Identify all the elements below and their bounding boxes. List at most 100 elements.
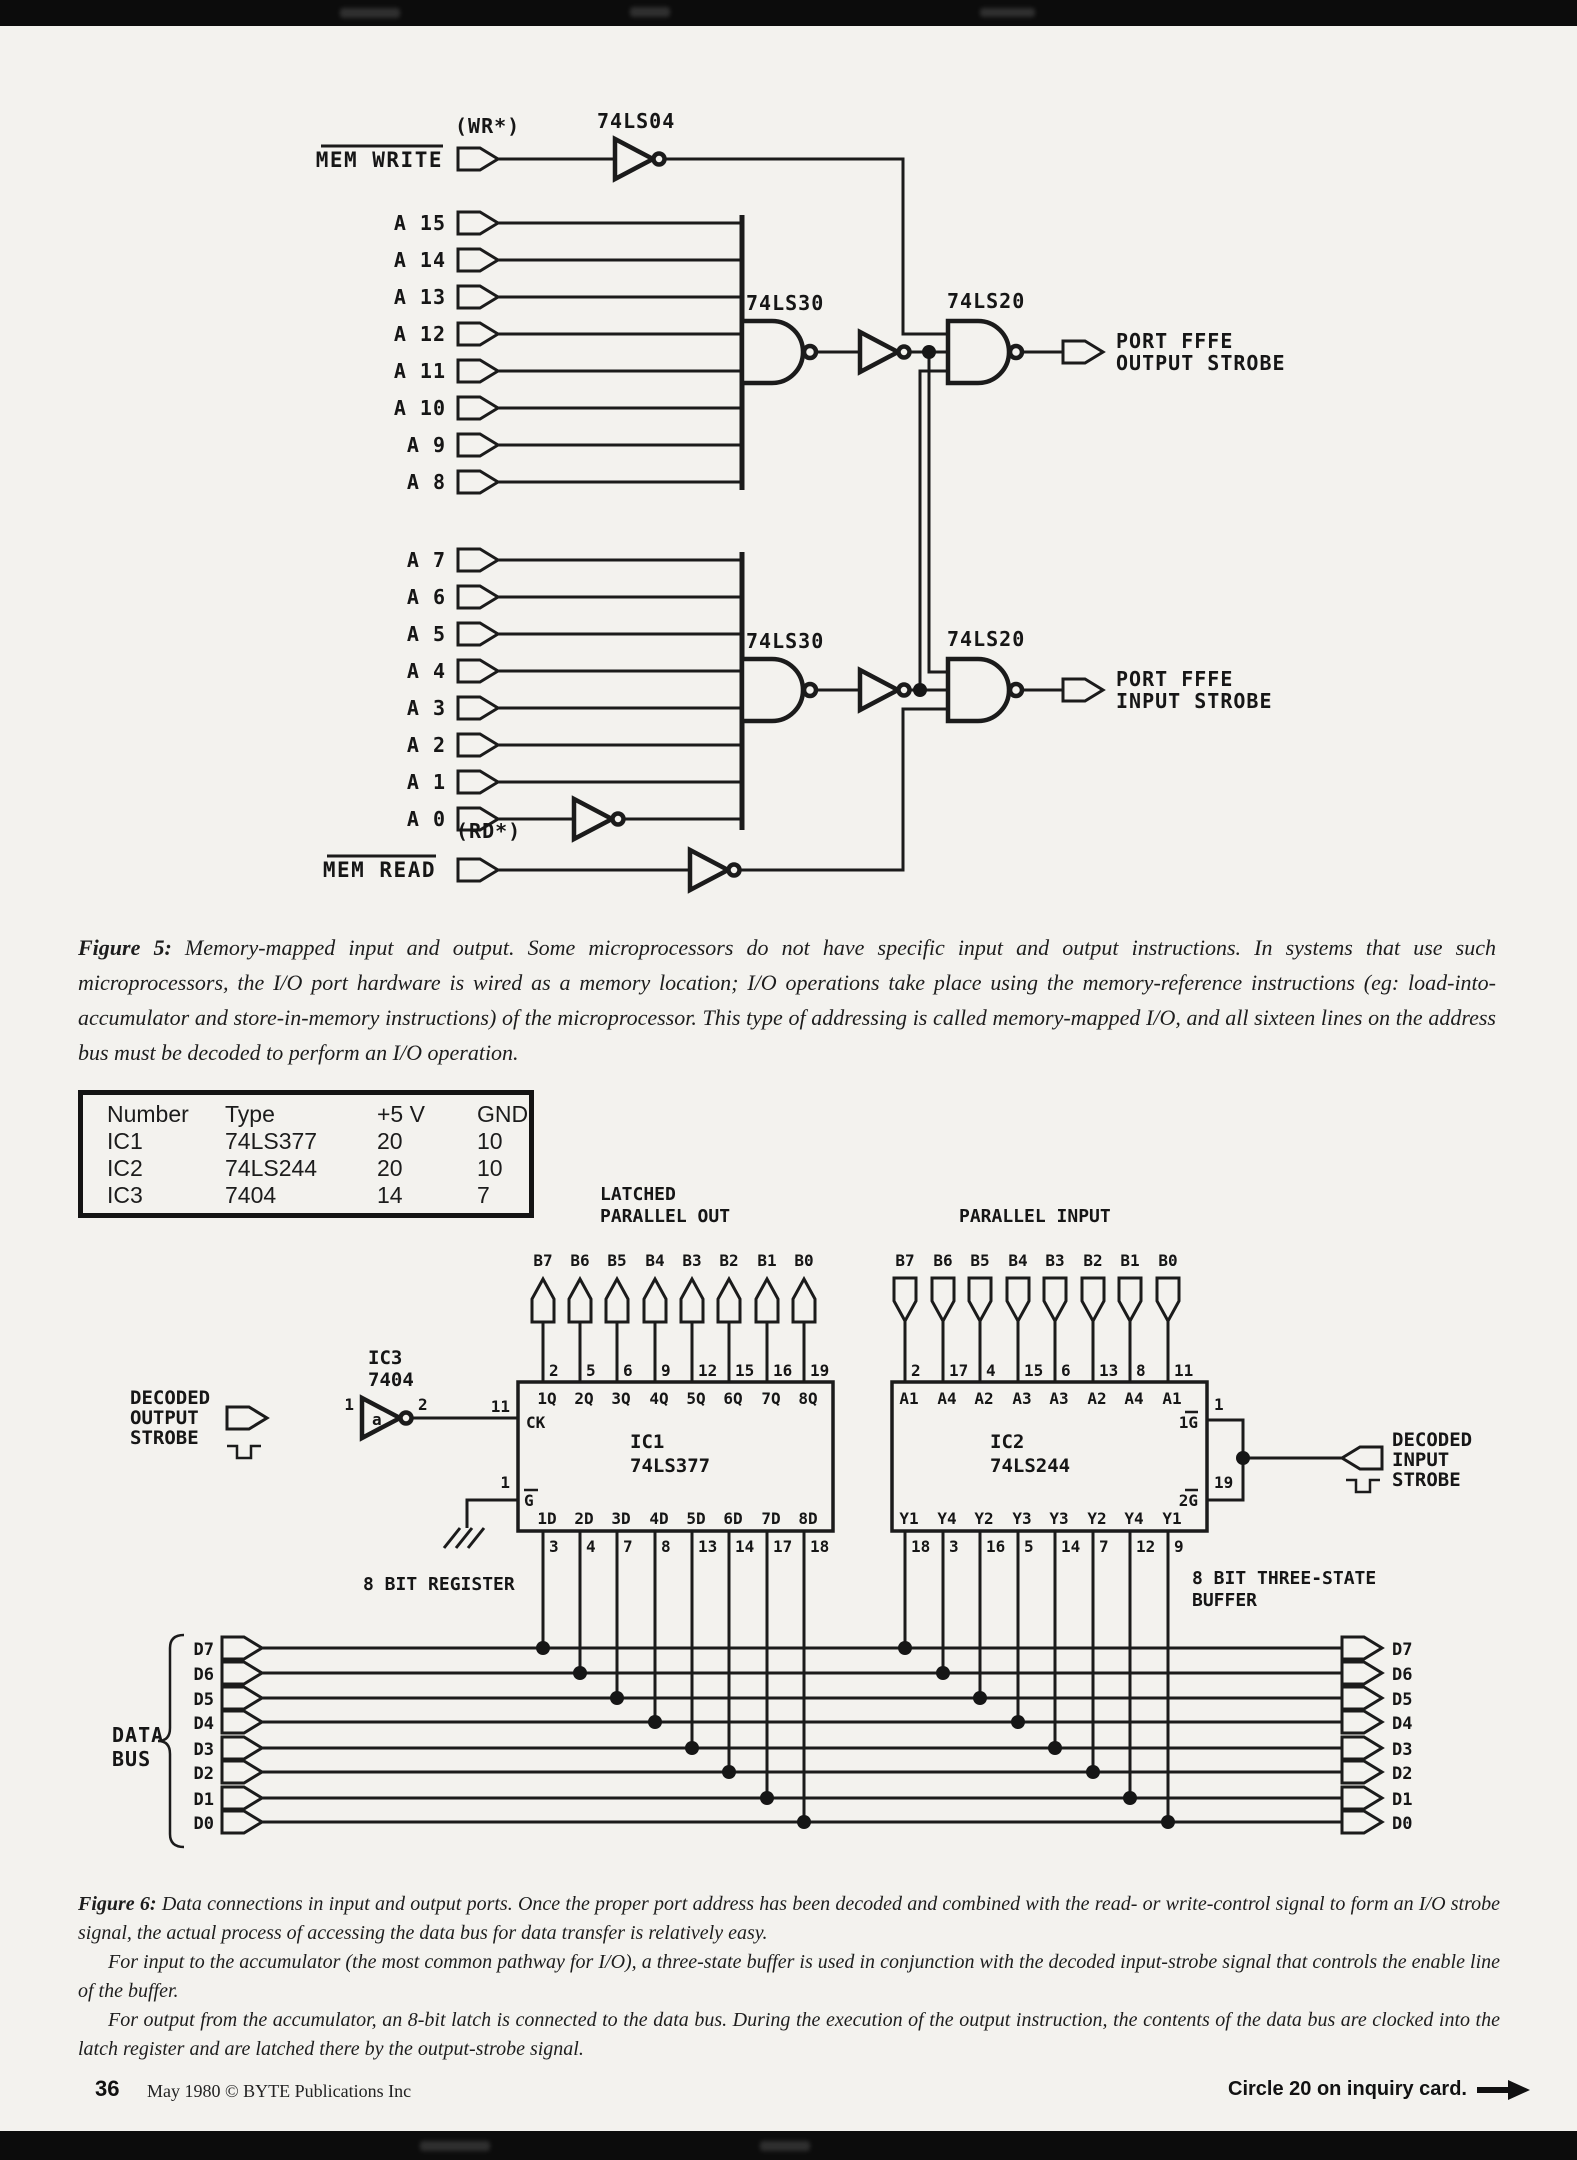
mem-read-label: MEM READ xyxy=(323,858,436,882)
ic1-port-label: 1Q xyxy=(537,1389,556,1408)
signal-connector-a2 xyxy=(456,732,500,758)
ic2-port-label: A3 xyxy=(1049,1389,1068,1408)
data-bus-connector-left xyxy=(220,1785,264,1811)
ic1-port-label: 5Q xyxy=(686,1389,705,1408)
address-input-label: A 4 xyxy=(407,659,446,683)
pin-number: 7 xyxy=(1099,1537,1109,1556)
parallel-input-label: PARALLEL INPUT xyxy=(959,1206,1111,1227)
data-bus-connector-left xyxy=(220,1635,264,1661)
ic1-port-label: 4Q xyxy=(649,1389,668,1408)
signal-connector-a6 xyxy=(456,584,500,610)
nand8-gate-upper xyxy=(742,321,816,383)
ic1-port-label: 6Q xyxy=(723,1389,742,1408)
address-input-label: A 6 xyxy=(407,585,446,609)
address-input-label: A 14 xyxy=(394,248,446,272)
signal-connector-a12 xyxy=(456,321,500,347)
bit-label: B5 xyxy=(970,1251,989,1270)
address-input-label: A 7 xyxy=(407,548,446,572)
data-bus-connector-left xyxy=(220,1660,264,1686)
port-input-strobe-label: PORT FFFE xyxy=(1116,667,1233,691)
ic2-port-label: A4 xyxy=(1124,1389,1143,1408)
bus-line-label: D3 xyxy=(1392,1740,1412,1760)
pin-number: 16 xyxy=(986,1537,1005,1556)
bus-line-label: D5 xyxy=(194,1690,214,1710)
figure5-caption: Figure 5: Memory-mapped input and output… xyxy=(78,930,1496,1070)
output-strobe-connector xyxy=(1061,339,1105,365)
table-header: +5 V xyxy=(377,1101,425,1127)
address-input-label: A 8 xyxy=(407,470,446,494)
data-bus-connector-right xyxy=(1340,1709,1384,1735)
table-cell: 74LS377 xyxy=(225,1128,318,1154)
bit-label: B3 xyxy=(682,1251,701,1270)
pin-number: 18 xyxy=(911,1537,930,1556)
pin-number: 9 xyxy=(1174,1537,1184,1556)
signal-connector-a7 xyxy=(456,547,500,573)
pin-number: 11 xyxy=(491,1397,510,1416)
port-output-strobe-label: PORT FFFE xyxy=(1116,329,1233,353)
signal-connector-a5 xyxy=(456,621,500,647)
signal-connector-a10 xyxy=(456,395,500,421)
signal-connector-a11 xyxy=(456,358,500,384)
scan-artifact xyxy=(340,8,400,18)
table-cell: IC3 xyxy=(107,1182,143,1208)
ic2-port-label: Y2 xyxy=(1087,1509,1106,1528)
parallel-in-connector xyxy=(1155,1276,1181,1323)
ic2-part: 74LS244 xyxy=(990,1455,1070,1477)
latched-out-connector xyxy=(679,1277,705,1324)
decoded-input-strobe-label: INPUT xyxy=(1392,1449,1449,1471)
bit-label: B7 xyxy=(895,1251,914,1270)
data-bus-connector-right xyxy=(1340,1660,1384,1686)
scan-artifact xyxy=(980,8,1035,17)
bit-label: B4 xyxy=(1008,1251,1027,1270)
table-cell: 20 xyxy=(377,1128,403,1154)
ic1-port-label: 5D xyxy=(686,1509,705,1528)
bit-label: B1 xyxy=(1120,1251,1139,1270)
junction-dot xyxy=(913,683,927,697)
ic2-port-label: Y3 xyxy=(1012,1509,1031,1528)
table-cell: 7 xyxy=(477,1182,490,1208)
inverter-upper xyxy=(860,332,910,372)
nand4-part-label: 74LS20 xyxy=(947,627,1025,651)
signal-connector-a4 xyxy=(456,658,500,684)
parallel-in-connector xyxy=(1080,1276,1106,1323)
pin-number: 5 xyxy=(586,1361,596,1380)
data-bus-connector-left xyxy=(220,1685,264,1711)
nand4-gate-upper xyxy=(948,321,1022,383)
data-bus-connector-right xyxy=(1340,1685,1384,1711)
ic1-enable-label: G xyxy=(524,1491,534,1510)
ic2-port-label: Y1 xyxy=(1162,1509,1181,1528)
bit-label: B0 xyxy=(1158,1251,1177,1270)
ic2-port-label: A2 xyxy=(1087,1389,1106,1408)
parallel-in-connector xyxy=(967,1276,993,1323)
pin-number: 7 xyxy=(623,1537,633,1556)
bus-line-label: D3 xyxy=(194,1740,214,1760)
bus-line-label: D2 xyxy=(1392,1764,1412,1784)
decoded-output-strobe-label: STROBE xyxy=(130,1427,199,1449)
signal-connector-a13 xyxy=(456,284,500,310)
signal-connector-a8 xyxy=(456,469,500,495)
pin-number: 17 xyxy=(949,1361,968,1380)
scan-edge-bottom xyxy=(0,2131,1577,2160)
latched-out-connector xyxy=(791,1277,817,1324)
decoded-output-strobe-connector xyxy=(225,1405,269,1431)
pin-number: 14 xyxy=(735,1537,754,1556)
buffer-label: BUFFER xyxy=(1192,1590,1257,1611)
latched-out-connector xyxy=(530,1277,556,1324)
address-input-label: A 2 xyxy=(407,733,446,757)
ic1-port-label: 2Q xyxy=(574,1389,593,1408)
ic2-port-label: A2 xyxy=(974,1389,993,1408)
decoded-input-strobe-label: STROBE xyxy=(1392,1469,1461,1491)
inverter-mem-read xyxy=(690,850,740,890)
latched-parallel-out-label: PARALLEL OUT xyxy=(600,1206,730,1227)
scan-artifact xyxy=(630,7,670,17)
data-bus-connector-right xyxy=(1340,1759,1384,1785)
ic1-port-label: 7D xyxy=(761,1509,780,1528)
table-cell: 20 xyxy=(377,1155,403,1181)
scan-edge-top xyxy=(0,0,1577,26)
pin-number: 12 xyxy=(698,1361,717,1380)
inquiry-note: Circle 20 on inquiry card. xyxy=(1228,2078,1531,2101)
data-bus-connector-right xyxy=(1340,1635,1384,1661)
ic2-port-label: A4 xyxy=(937,1389,956,1408)
